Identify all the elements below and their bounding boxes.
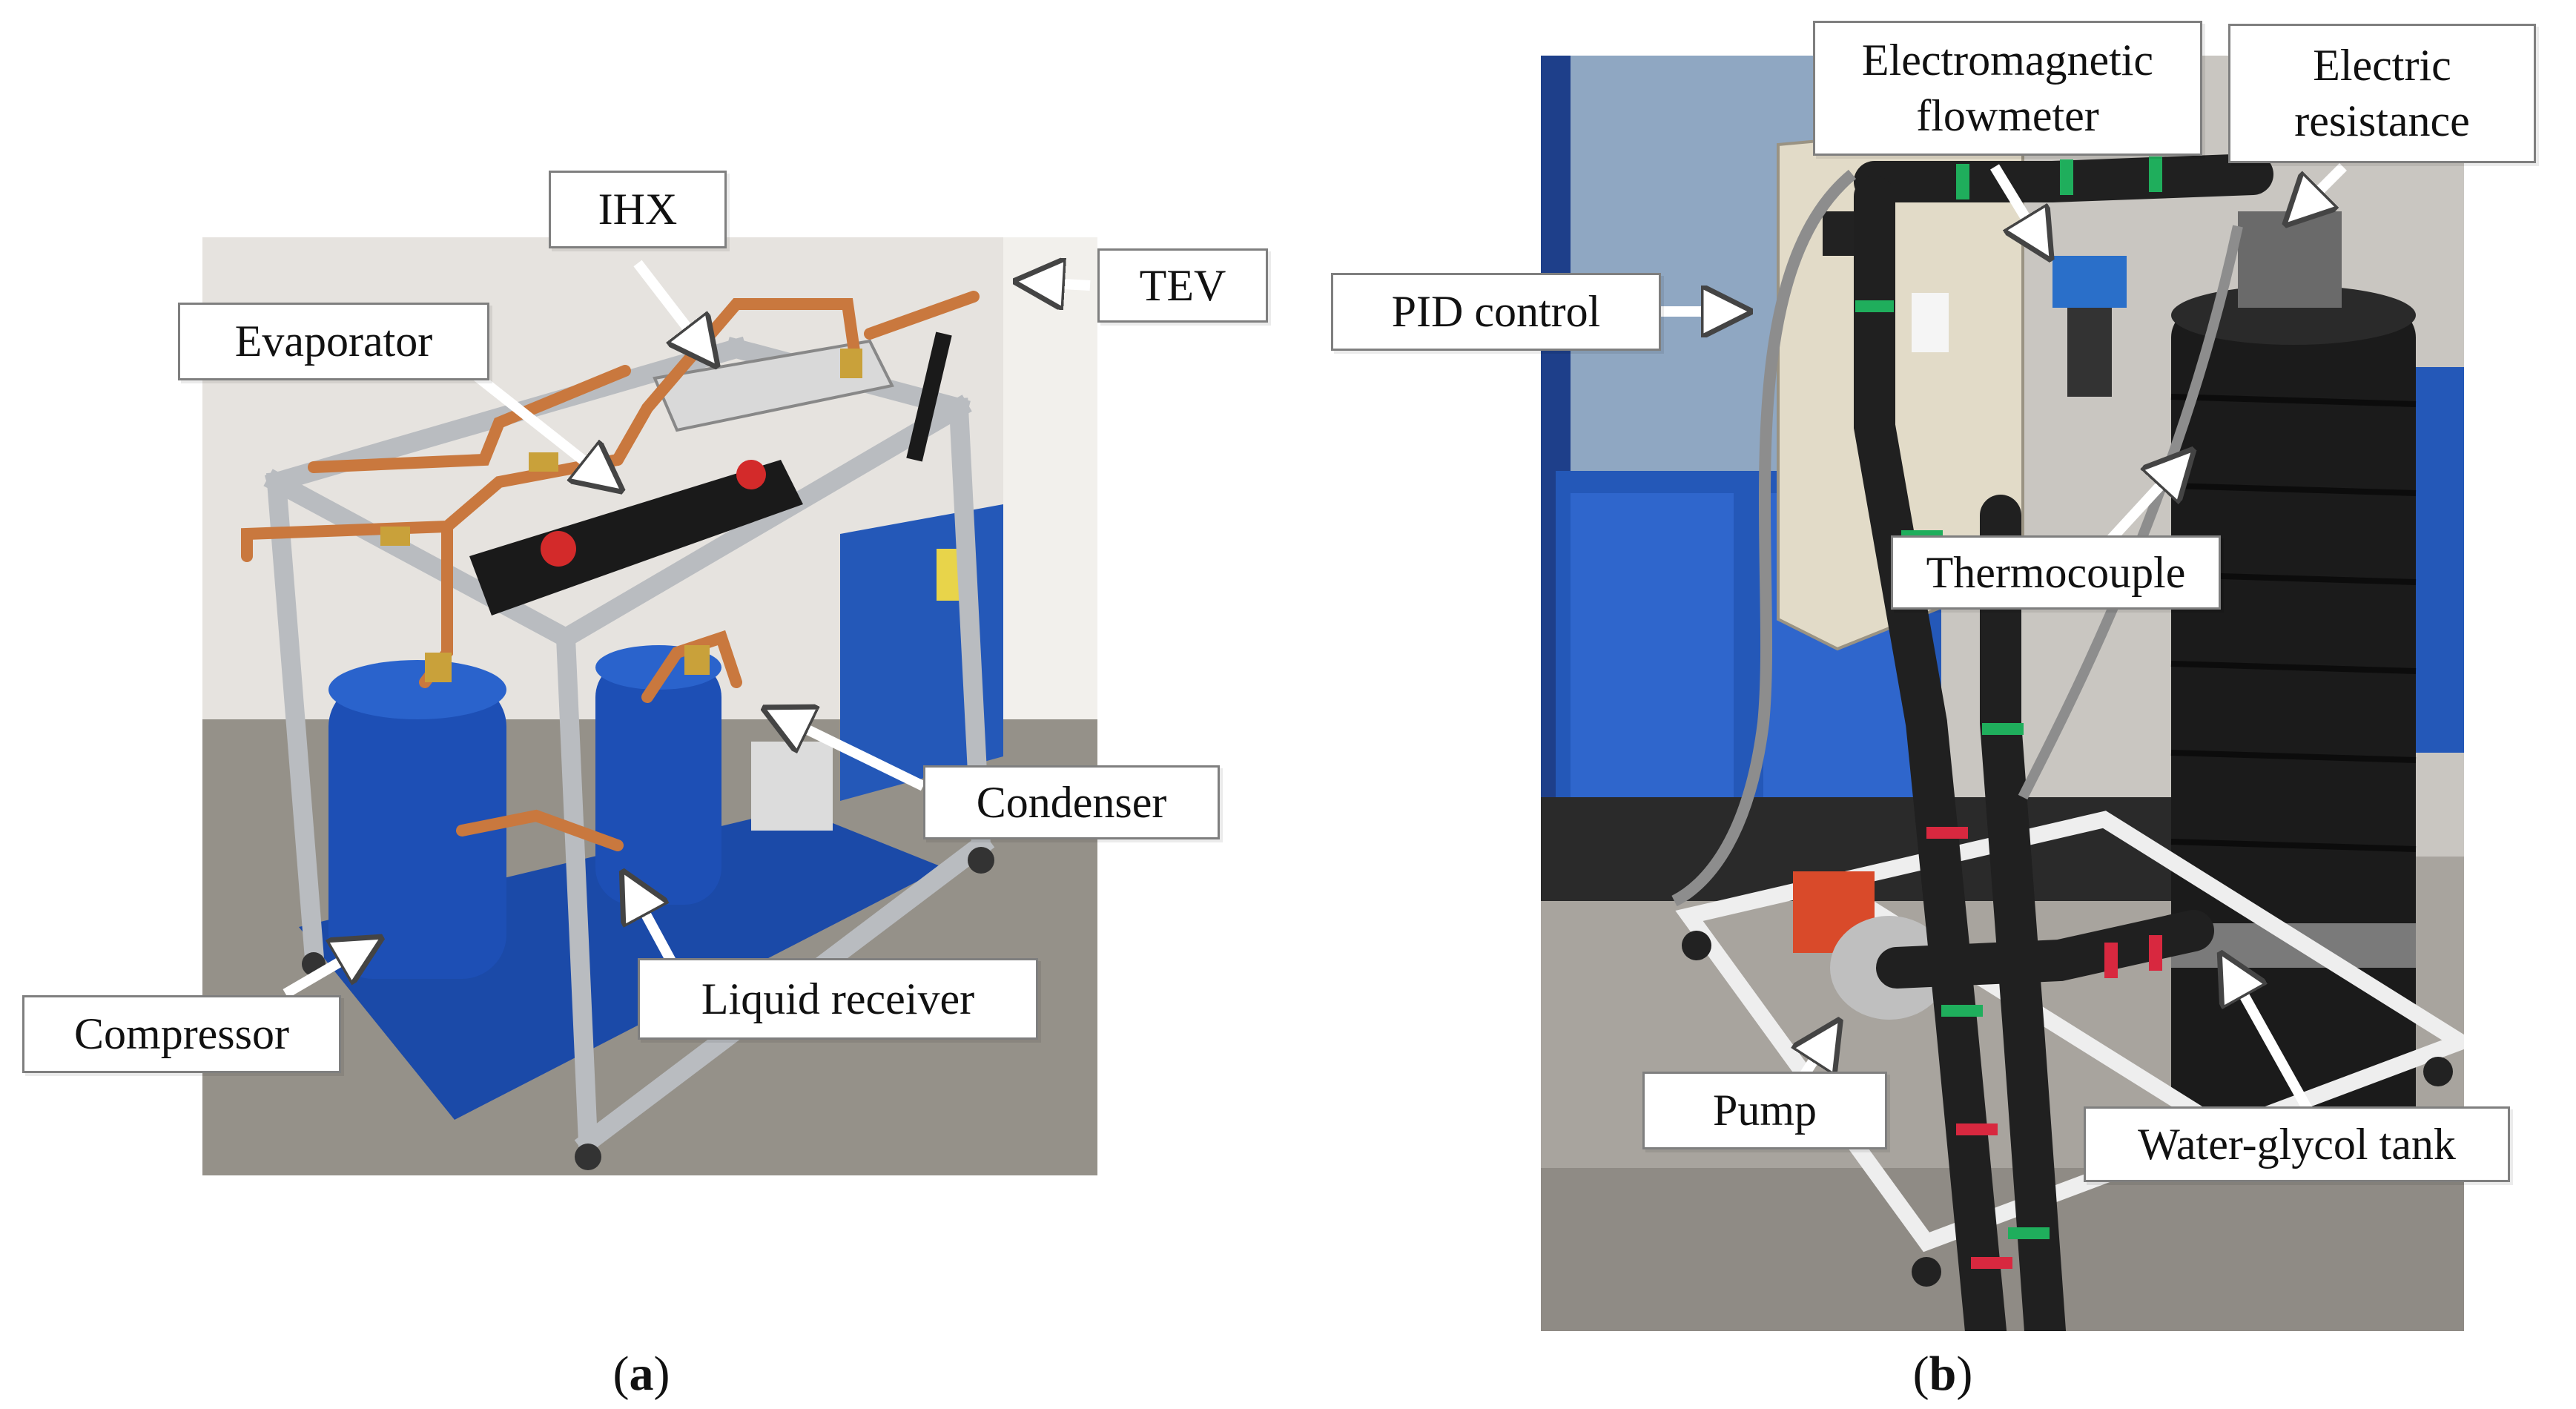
label-compressor: Compressor xyxy=(22,995,341,1073)
label-condenser: Condenser xyxy=(923,765,1220,839)
label-thermocouple: Thermocouple xyxy=(1891,535,2221,610)
caption-a: (a) xyxy=(612,1347,670,1401)
label-water-glycol-tank: Water-glycol tank xyxy=(2084,1106,2510,1182)
label-pump: Pump xyxy=(1642,1072,1887,1149)
label-pid-control: PID control xyxy=(1331,273,1661,351)
label-tev: TEV xyxy=(1097,248,1268,323)
caption-b: (b) xyxy=(1912,1347,1973,1401)
label-electromagnetic-flowmeter: Electromagnetic flowmeter xyxy=(1813,21,2202,156)
label-electric-resistance: Electric resistance xyxy=(2228,24,2536,163)
label-evaporator: Evaporator xyxy=(178,303,489,380)
label-liquid-receiver: Liquid receiver xyxy=(638,958,1038,1040)
label-ihx: IHX xyxy=(549,171,727,248)
